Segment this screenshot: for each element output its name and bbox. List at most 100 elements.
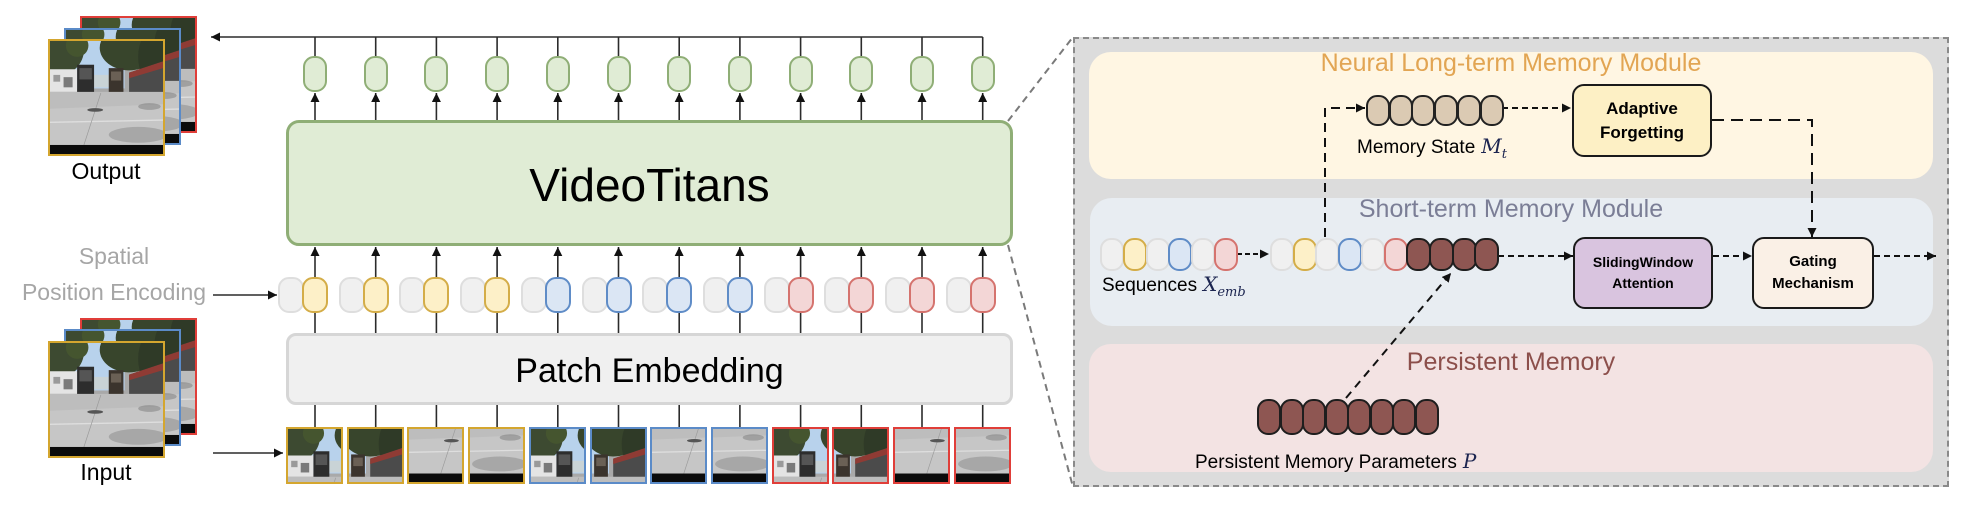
sliding-window-line-2: Attention (1612, 275, 1674, 291)
position-encoding-token (338, 277, 365, 313)
patch-image (348, 429, 402, 482)
spatial-label-line-1: Spatial (78, 243, 150, 269)
patch-image (530, 429, 584, 482)
gating-mechanism-block: Gating Mechanism (1752, 237, 1874, 309)
patch-image (470, 429, 524, 482)
output-token (545, 56, 570, 92)
input-frame-1 (48, 341, 165, 458)
position-encoding-token (278, 277, 304, 313)
output-token (788, 56, 813, 92)
patch-image (955, 429, 1009, 482)
persistent-parameters-text: Persistent Memory Parameters (1195, 452, 1457, 473)
output-frame-1 (48, 39, 165, 156)
patch-image (591, 429, 645, 482)
patch-embedding-block (286, 333, 1013, 405)
output-token (667, 56, 692, 92)
image-patch (771, 427, 829, 484)
memory-state-subscript: t (1501, 147, 1507, 162)
memory-state-token (1366, 95, 1390, 126)
adaptive-forgetting-line-2: Forgetting (1599, 122, 1685, 142)
output-token (606, 56, 631, 92)
image-patch (953, 427, 1011, 484)
output-token (727, 56, 752, 92)
memory-state-text: Memory State (1357, 137, 1476, 158)
memory-state-token (1388, 95, 1413, 126)
image-patch (710, 427, 768, 484)
image-patch (346, 427, 404, 484)
output-token (970, 56, 995, 92)
input-label: Input (80, 459, 132, 485)
patch-embedding-label: Patch Embedding (515, 352, 784, 390)
position-encoding-token (763, 277, 790, 313)
zoom-connector-bottom (1007, 244, 1074, 488)
sliding-window-attention-block: SlidingWindow Attention (1573, 237, 1713, 309)
adaptive-forgetting-block: Adaptive Forgetting (1572, 84, 1712, 157)
patch-token (362, 277, 389, 313)
input-sequence-token (1168, 238, 1193, 271)
patch-image (834, 429, 888, 482)
memory-state-token (1411, 95, 1436, 126)
gating-line-1: Gating (1789, 253, 1837, 270)
videotitans-block (286, 120, 1013, 246)
position-encoding-token (945, 277, 972, 313)
persistent-memory-token (1302, 399, 1326, 435)
patch-token (484, 277, 511, 313)
patch-token (787, 277, 814, 313)
image-patch (286, 427, 343, 484)
persistent-memory-token (1279, 399, 1304, 435)
position-encoding-token (520, 277, 547, 313)
position-encoding-token (399, 277, 426, 313)
augmented-sequence-token (1292, 238, 1317, 271)
persistent-memory-panel (1089, 344, 1933, 472)
position-encoding-token (702, 277, 729, 313)
sequences-text: Sequences (1102, 275, 1198, 296)
patch-token (423, 277, 450, 313)
patch-image (288, 429, 341, 482)
persistent-memory-token (1369, 399, 1394, 435)
image-patch (589, 427, 647, 484)
persistent-memory-title: Persistent Memory (1406, 348, 1616, 376)
image-patch (650, 427, 708, 484)
appended-persistent-token (1474, 238, 1500, 271)
augmented-sequence-token (1383, 238, 1408, 271)
input-sequence-token (1100, 238, 1124, 271)
image-patch (407, 427, 465, 484)
street-image (50, 41, 163, 154)
patch-token (544, 277, 571, 313)
augmented-sequence-token (1338, 238, 1363, 271)
image-patch (468, 427, 526, 484)
patch-image (652, 429, 706, 482)
position-encoding-token (642, 277, 669, 313)
augmented-sequence-token (1360, 238, 1385, 271)
adaptive-forgetting-line-1: Adaptive (1606, 98, 1678, 118)
persistent-memory-token (1324, 399, 1349, 435)
output-token (910, 56, 934, 92)
sequences-symbol: X (1203, 272, 1218, 296)
patch-image (712, 429, 766, 482)
persistent-memory-token (1414, 399, 1439, 435)
sequences-subscript: emb (1217, 285, 1246, 300)
output-token (363, 56, 388, 92)
street-image (50, 343, 163, 456)
appended-persistent-token (1451, 238, 1477, 271)
patch-token (969, 277, 996, 313)
output-token (849, 56, 874, 92)
input-sequence-token (1145, 238, 1170, 271)
patch-image (409, 429, 463, 482)
image-patch (893, 427, 950, 484)
long-term-memory-title: Neural Long-term Memory Module (1320, 49, 1702, 77)
persistent-memory-token (1347, 399, 1371, 435)
videotitans-label: VideoTitans (529, 159, 770, 211)
position-encoding-token (460, 277, 487, 313)
patch-token (666, 277, 693, 313)
patch-token (909, 277, 935, 313)
output-token (303, 56, 327, 92)
memory-state-token (1434, 95, 1459, 126)
memory-state-token (1479, 95, 1504, 126)
short-term-memory-title: Short-term Memory Module (1358, 195, 1664, 223)
patch-image (773, 429, 827, 482)
patch-token (726, 277, 753, 313)
